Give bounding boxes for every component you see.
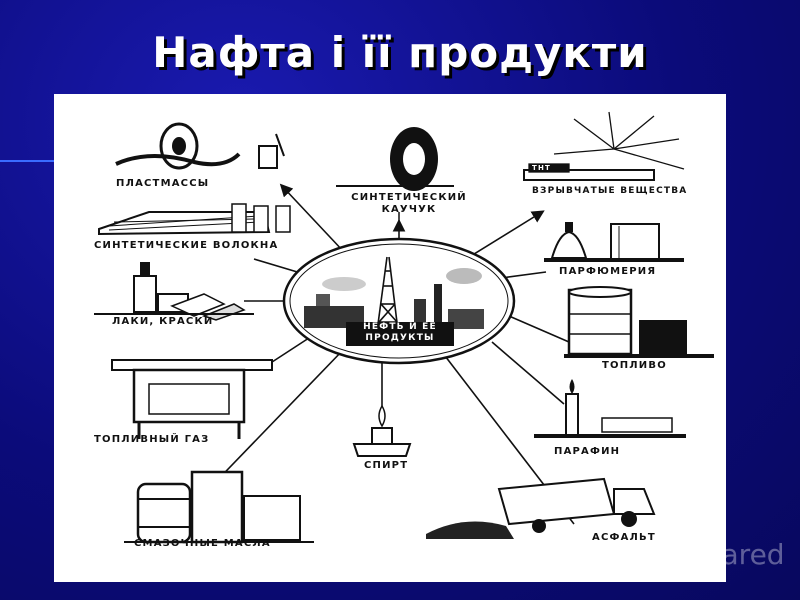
rubber-tire-icon (336, 127, 454, 222)
product-label-fuel-gas: ТОПЛИВНЫЙ ГАЗ (94, 434, 210, 445)
slide-accent-line (0, 160, 60, 162)
product-label-plastics: ПЛАСТМАССЫ (116, 178, 210, 189)
product-label-fuel: ТОПЛИВО (602, 360, 667, 371)
product-label-lubricants: СМАЗОЧНЫЕ МАСЛА (134, 538, 271, 549)
tnt-label: ТНТ (532, 164, 552, 172)
product-label-asphalt: АСФАЛЬТ (592, 532, 656, 543)
arrow-fuel (508, 315, 570, 343)
product-label-perfume: ПАРФЮМЕРИЯ (559, 266, 657, 277)
diagram-canvas (94, 111, 714, 544)
explosion-icon (523, 111, 685, 181)
alcohol-lamp-icon (352, 404, 412, 457)
arrow-explosives (465, 210, 545, 260)
arrow-fibers (253, 258, 305, 275)
watermark-text: Shared (686, 538, 785, 571)
slide-title: Нафта і її продукти (152, 28, 648, 77)
asphalt-truck-icon (426, 477, 656, 539)
perfume-icon (544, 222, 684, 262)
presentation-icon (614, 540, 644, 577)
product-label-paints: ЛАКИ, КРАСКИ (112, 316, 214, 327)
arrow-plastics (279, 183, 345, 253)
plastics-icon (115, 122, 285, 170)
arrow-fuel-gas (268, 335, 313, 365)
center-label: НЕФТЬ И ЕЕ ПРОДУКТЫ (363, 322, 437, 343)
product-label-fibers: СИНТЕТИЧЕСКИЕ ВОЛОКНА (94, 240, 279, 251)
product-label-explosives: ВЗРЫВЧАТЫЕ ВЕЩЕСТВА (532, 186, 688, 196)
paraffin-candle-icon (534, 379, 686, 438)
shared-watermark: Shared (612, 536, 785, 580)
center-hub (282, 237, 516, 365)
arrow-paraffin (491, 341, 565, 405)
arrow-lubricants (203, 348, 345, 495)
paints-icon (94, 262, 254, 321)
product-label-paraffin: ПАРАФИН (554, 446, 621, 457)
lubricant-barrels-icon (124, 470, 314, 544)
diagram-panel: НЕФТЬ И ЕЕ ПРОДУКТЫ ТНТ ПЛАСТМАССЫ СИНТЕ… (54, 94, 726, 582)
product-label-alcohol: СПИРТ (364, 460, 409, 471)
product-label-rubber: СИНТЕТИЧЕСКИЙ КАУЧУК (351, 192, 467, 215)
fuel-barrel-icon (564, 286, 714, 358)
gas-stove-icon (111, 359, 273, 439)
fibers-icon (98, 203, 291, 236)
